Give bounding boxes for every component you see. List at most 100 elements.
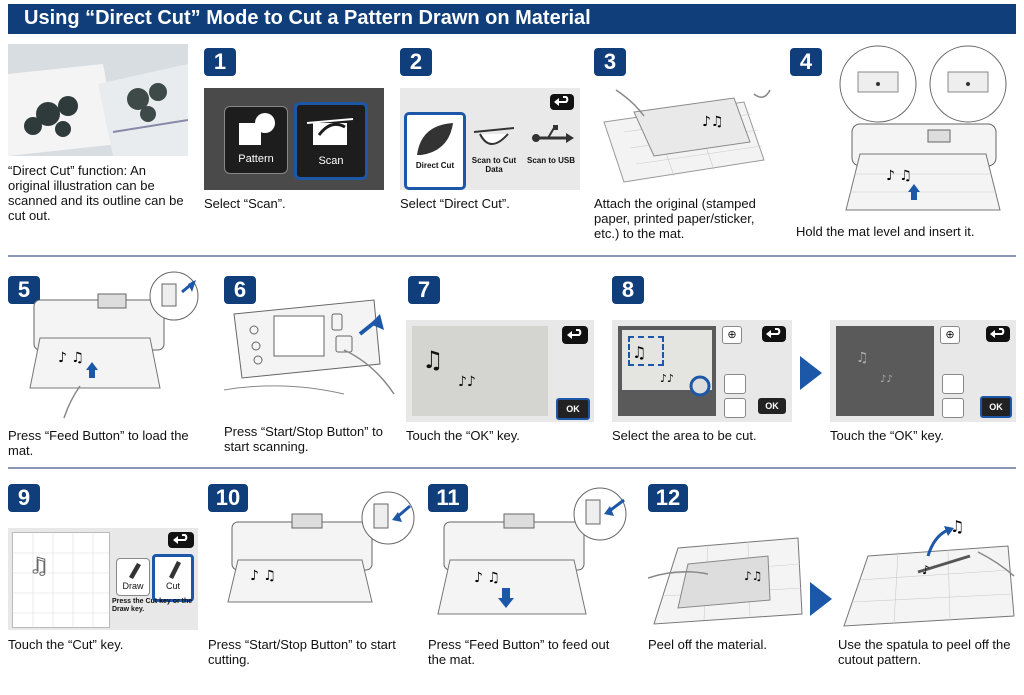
svg-text:♪♪: ♪♪ (880, 374, 893, 385)
svg-text:♫: ♫ (856, 350, 869, 366)
ok-button[interactable]: OK (980, 396, 1012, 418)
back-button[interactable] (168, 532, 194, 548)
step-8-caption-2: Touch the “OK” key. (830, 428, 944, 443)
step-9-caption: Touch the “Cut” key. (8, 637, 124, 652)
step-3-caption: Attach the original (stamped paper, prin… (594, 196, 756, 241)
scan-label: Scan (318, 155, 344, 167)
scan-to-usb-button[interactable]: Scan to USB (526, 116, 576, 184)
step-7-badge: 7 (408, 276, 440, 304)
cut-preview: ♫ (12, 532, 110, 628)
step-5-badge: 5 (8, 276, 40, 304)
scan-icon-button[interactable]: Scan (294, 102, 368, 180)
usb-icon (532, 125, 574, 143)
svg-text:♪ ♫: ♪ ♫ (250, 568, 276, 584)
step-2-screen: Direct Cut Scan to Cut Data Scan to USB (400, 88, 580, 190)
step-12-peel-illustration: ♪♫ (648, 534, 808, 630)
step-12-spatula-illustration: ♫ ♪ (838, 516, 1016, 630)
cut-label: Cut (165, 581, 180, 591)
page-header: Using “Direct Cut” Mode to Cut a Pattern… (8, 4, 1016, 34)
step-4-caption: Hold the mat level and insert it. (796, 224, 975, 239)
zoom-icon[interactable]: ⊕ (722, 326, 742, 344)
step-10-badge: 10 (208, 484, 248, 512)
svg-text:♪ ♫: ♪ ♫ (58, 350, 84, 366)
back-arrow-icon (173, 534, 188, 544)
arrow-right-icon (810, 582, 832, 616)
back-button[interactable] (562, 326, 588, 344)
area-select-icon[interactable] (942, 374, 964, 394)
step-12-badge: 12 (648, 484, 688, 512)
rotate-icon[interactable] (724, 398, 746, 418)
step-12-caption-2: Use the spatula to peel off the cutout p… (838, 637, 1011, 667)
zoom-icon[interactable]: ⊕ (940, 326, 960, 344)
step-1-caption: Select “Scan”. (204, 196, 286, 211)
scan-to-cut-data-label: Scan to Cut Data (471, 156, 517, 174)
step-1-badge: 1 (204, 48, 236, 76)
svg-text:♪♫: ♪♫ (744, 569, 762, 583)
back-arrow-icon (567, 329, 582, 339)
step-7-screen: ♫ ♪♪ OK (406, 320, 594, 422)
row-separator-2 (8, 467, 1016, 469)
scan-icon (306, 118, 354, 145)
intro-caption: “Direct Cut” function: An original illus… (8, 163, 184, 223)
crop-preview: ♫ ♪♪ (618, 326, 716, 416)
svg-text:♪ ♫: ♪ ♫ (474, 570, 500, 586)
draw-label: Draw (122, 581, 144, 591)
arrow-right-icon (800, 356, 822, 390)
back-arrow-icon (990, 328, 1005, 338)
ok-button[interactable]: OK (556, 398, 590, 420)
step-6-caption: Press “Start/Stop Button” to start scann… (224, 424, 383, 454)
scan-preview: ♫ ♪♪ (412, 326, 548, 416)
step-6-illustration (224, 294, 400, 414)
music-note-icon: ♫ (950, 517, 964, 536)
svg-text:♪♪: ♪♪ (660, 372, 674, 385)
step-3-illustration: ♪♫ (594, 82, 782, 190)
step-5-illustration: ♪ ♫ (24, 270, 208, 420)
cut-button[interactable]: Cut (152, 554, 194, 602)
step-8-caption: Select the area to be cut. (612, 428, 757, 443)
step-1-screen: Pattern Scan (204, 88, 384, 190)
draw-button[interactable]: Draw (116, 558, 150, 596)
scan-to-usb-label: Scan to USB (526, 156, 575, 165)
pattern-label: Pattern (238, 153, 274, 165)
scan-cut-data-icon (473, 127, 515, 145)
ok-button[interactable]: OK (758, 398, 786, 414)
svg-text:♪ ♫: ♪ ♫ (886, 168, 912, 184)
back-arrow-icon (554, 96, 569, 106)
direct-cut-button[interactable]: Direct Cut (404, 112, 466, 190)
scan-to-cut-data-button[interactable]: Scan to Cut Data (468, 116, 520, 184)
svg-text:♫: ♫ (632, 343, 646, 362)
step-8-badge: 8 (612, 276, 644, 304)
pattern-icon-button[interactable]: Pattern (224, 106, 288, 174)
row-separator-1 (8, 255, 1016, 257)
back-button[interactable] (550, 94, 574, 110)
svg-text:♪: ♪ (922, 563, 930, 577)
step-8-screen-select: ♫ ♪♪ ⊕ OK (612, 320, 792, 422)
svg-text:♪♪: ♪♪ (458, 374, 476, 390)
leaf-cut-icon (417, 123, 453, 155)
music-note-icon: ♫ (422, 346, 444, 374)
svg-text:♪♫: ♪♫ (702, 114, 724, 130)
back-button[interactable] (762, 326, 786, 342)
blade-icon (169, 561, 181, 579)
pattern-icon (239, 113, 275, 145)
step-7-caption: Touch the “OK” key. (406, 428, 520, 443)
direct-cut-label: Direct Cut (415, 161, 455, 170)
step-11-caption: Press “Feed Button” to feed out the mat. (428, 637, 610, 667)
step-5-caption: Press “Feed Button” to load the mat. (8, 428, 189, 458)
area-select-icon[interactable] (724, 374, 746, 394)
svg-text:♫: ♫ (29, 554, 49, 579)
page-title: Using “Direct Cut” Mode to Cut a Pattern… (24, 7, 591, 29)
crop-preview-selected: ♫ ♪♪ (836, 326, 934, 416)
pen-icon (129, 563, 141, 579)
step-9-badge: 9 (8, 484, 40, 512)
selection-box[interactable] (628, 336, 664, 366)
back-button[interactable] (986, 326, 1010, 342)
rotate-icon[interactable] (942, 398, 964, 418)
step-8-screen-ok: ♫ ♪♪ ⊕ OK (830, 320, 1016, 422)
step-4-illustration: ♪ ♫ (830, 44, 1016, 222)
step-4-badge: 4 (790, 48, 822, 76)
step-11-badge: 11 (428, 484, 468, 512)
step-12-caption: Peel off the material. (648, 637, 767, 652)
cut-draw-hint: Press the Cut key or the Draw key. (112, 598, 193, 613)
step-2-caption: Select “Direct Cut”. (400, 196, 510, 211)
